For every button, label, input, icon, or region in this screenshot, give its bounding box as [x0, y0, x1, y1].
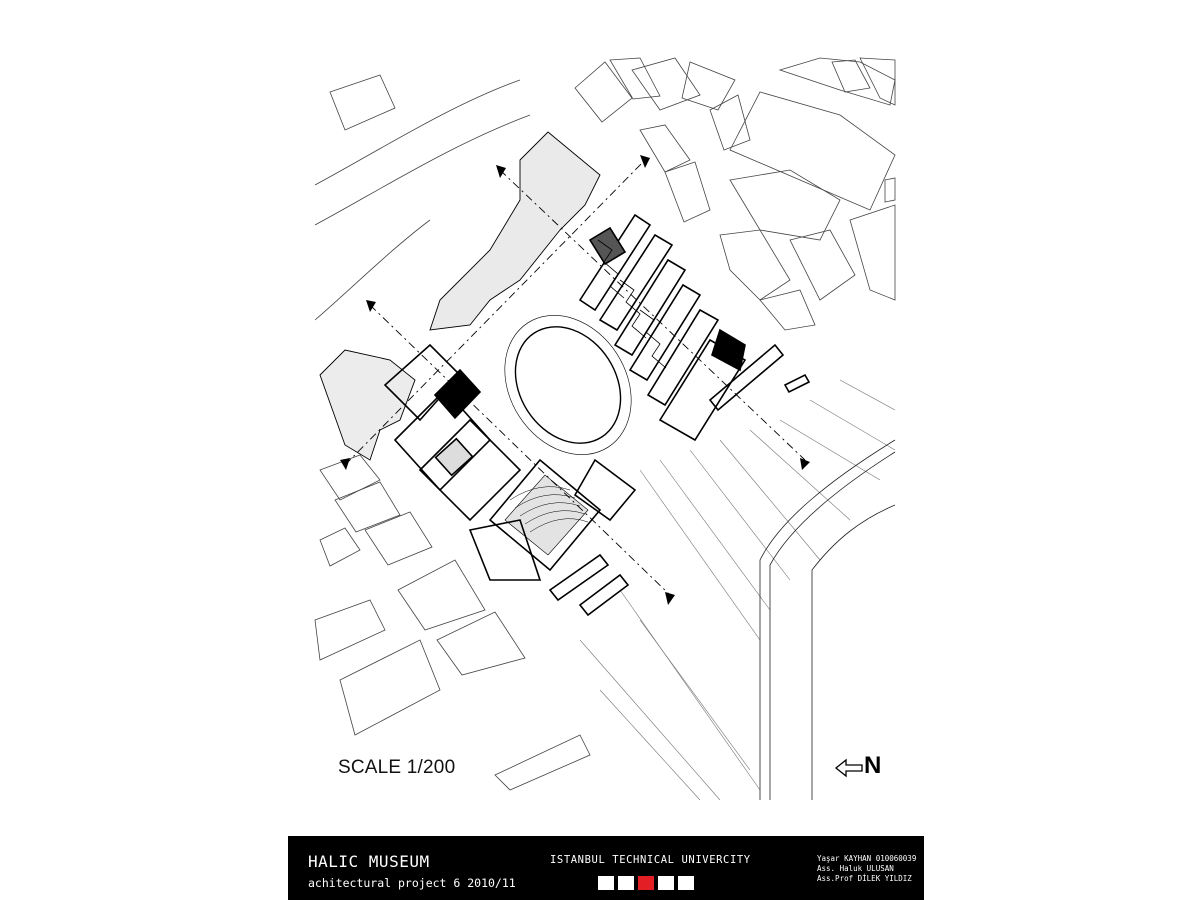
- project-title: HALIC MUSEUM: [308, 852, 430, 871]
- gallery-wing: [578, 213, 747, 442]
- plaza-north: [429, 131, 601, 331]
- sheet-square-active: [638, 876, 654, 890]
- road-edge: [759, 439, 896, 800]
- credit-professor: Ass.Prof DİLEK YILDIZ: [817, 874, 912, 883]
- credit-assistant: Ass. Haluk ULUSAN: [817, 864, 894, 873]
- west-block: [383, 343, 522, 522]
- sheet-square: [618, 876, 634, 890]
- road-curve: [314, 79, 521, 186]
- north-label: N: [864, 752, 882, 779]
- credit-student: Yaşar KAYHAN 010060039: [817, 854, 917, 863]
- plaza-west: [319, 349, 416, 461]
- title-block: HALIC MUSEUM achitectural project 6 2010…: [288, 836, 924, 900]
- sheet-indicator: [598, 876, 694, 890]
- central-courtyard: [514, 326, 622, 444]
- sheet-square: [598, 876, 614, 890]
- north-arrow-icon: [834, 758, 863, 778]
- site-plan-drawing: [314, 57, 896, 801]
- road-curve: [329, 74, 396, 131]
- project-subtitle: achitectural project 6 2010/11: [308, 876, 516, 890]
- road-curve: [314, 114, 531, 226]
- scale-label: SCALE 1/200: [338, 757, 456, 778]
- north-arrow: [834, 756, 884, 780]
- road-curve: [314, 219, 431, 321]
- parking-lines: [579, 379, 896, 801]
- section-lines: [344, 159, 806, 596]
- section-markers: [340, 155, 810, 605]
- museum-building: [319, 131, 811, 617]
- city-blocks-north: [574, 57, 896, 331]
- auditorium: [468, 458, 637, 581]
- sheet-square: [678, 876, 694, 890]
- university-name: ISTANBUL TECHNICAL UNIVERCITY: [550, 854, 751, 866]
- sheet-square: [658, 876, 674, 890]
